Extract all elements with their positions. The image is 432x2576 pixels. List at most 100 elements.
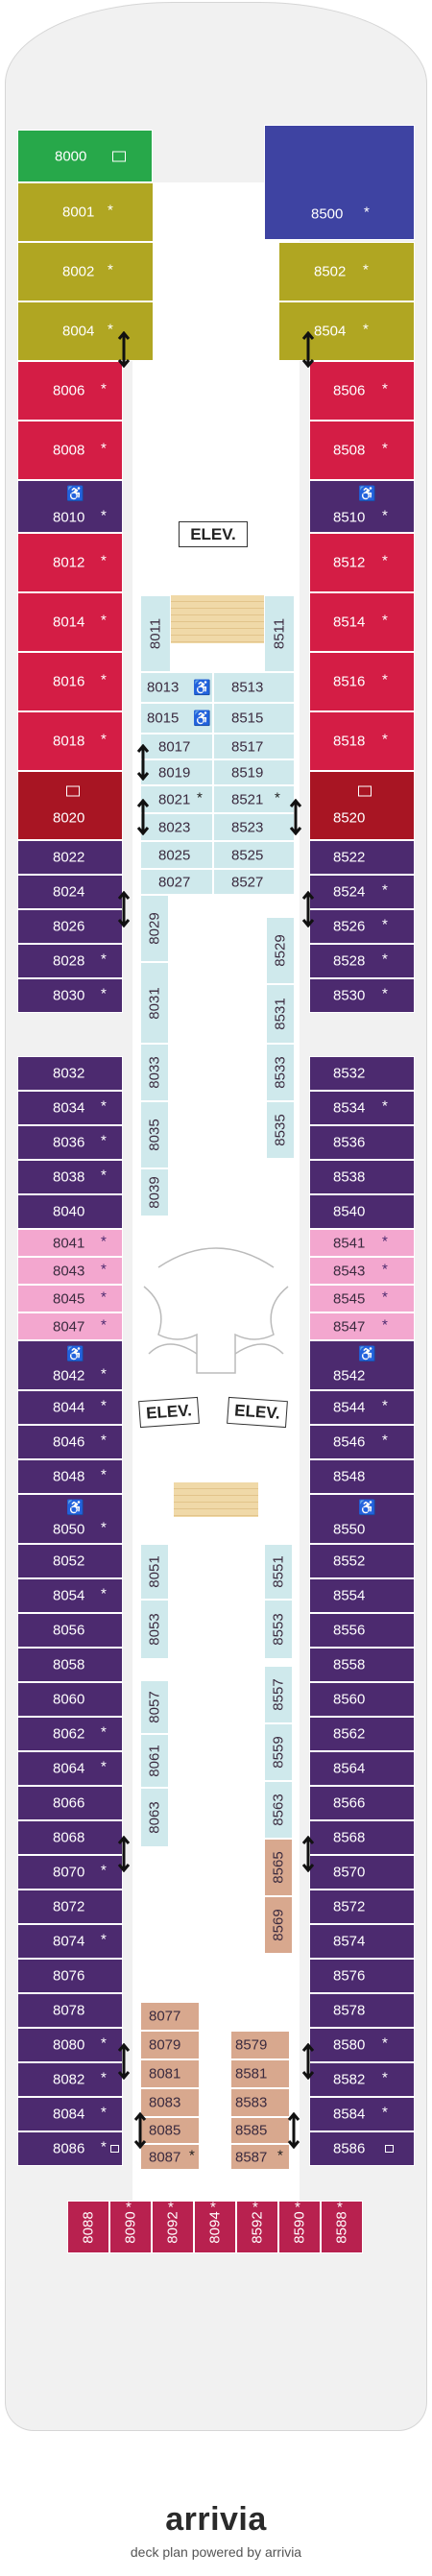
cabin-8024[interactable]: 8024 xyxy=(17,875,123,909)
cabin-8565[interactable]: 8565 xyxy=(264,1839,293,1896)
cabin-8087[interactable]: 8087* xyxy=(140,2144,200,2170)
cabin-8029[interactable]: 8029 xyxy=(140,895,169,962)
cabin-8592[interactable]: 8592* xyxy=(236,2199,278,2253)
cabin-8047[interactable]: 8047* xyxy=(17,1312,123,1340)
cabin-8579[interactable]: 8579 xyxy=(230,2031,290,2059)
cabin-8002[interactable]: 8002 * xyxy=(17,242,154,301)
cabin-8085[interactable]: 8085 xyxy=(140,2117,200,2144)
cabin-8547[interactable]: 8547* xyxy=(309,1312,415,1340)
cabin-8526[interactable]: 8526* xyxy=(309,909,415,944)
cabin-8564[interactable]: 8564 xyxy=(309,1751,415,1786)
cabin-8520[interactable]: 8520 xyxy=(309,771,415,840)
cabin-8083[interactable]: 8083 xyxy=(140,2088,200,2117)
cabin-8045[interactable]: 8045* xyxy=(17,1285,123,1312)
cabin-8019[interactable]: 8019 xyxy=(140,759,213,785)
cabin-8538[interactable]: 8538 xyxy=(309,1160,415,1194)
cabin-8074[interactable]: 8074* xyxy=(17,1924,123,1959)
cabin-8017[interactable]: 8017 xyxy=(140,734,213,759)
cabin-8512[interactable]: 8512* xyxy=(309,533,415,592)
cabin-8076[interactable]: 8076 xyxy=(17,1959,123,1993)
cabin-8025[interactable]: 8025 xyxy=(140,841,213,869)
cabin-8550[interactable]: ♿ 8550 xyxy=(309,1494,415,1544)
cabin-8094[interactable]: 8094* xyxy=(194,2199,236,2253)
cabin-8540[interactable]: 8540 xyxy=(309,1194,415,1229)
cabin-8010[interactable]: ♿ 8010* xyxy=(17,480,123,533)
cabin-8056[interactable]: 8056 xyxy=(17,1613,123,1648)
cabin-8038[interactable]: 8038* xyxy=(17,1160,123,1194)
cabin-8580[interactable]: 8580* xyxy=(309,2028,415,2062)
cabin-8529[interactable]: 8529 xyxy=(266,917,295,984)
cabin-8566[interactable]: 8566 xyxy=(309,1786,415,1820)
cabin-8006[interactable]: 8006* xyxy=(17,361,123,421)
cabin-8543[interactable]: 8543* xyxy=(309,1257,415,1285)
cabin-8011[interactable]: 8011 xyxy=(140,595,171,672)
cabin-8057[interactable]: 8057 xyxy=(140,1680,169,1734)
cabin-8092[interactable]: 8092* xyxy=(152,2199,194,2253)
cabin-8063[interactable]: 8063 xyxy=(140,1788,169,1847)
cabin-8043[interactable]: 8043* xyxy=(17,1257,123,1285)
cabin-8570[interactable]: 8570 xyxy=(309,1855,415,1890)
cabin-8581[interactable]: 8581 xyxy=(230,2059,290,2088)
cabin-8535[interactable]: 8535 xyxy=(266,1101,295,1159)
cabin-8072[interactable]: 8072 xyxy=(17,1890,123,1924)
cabin-8048[interactable]: 8048* xyxy=(17,1459,123,1494)
cabin-8510[interactable]: ♿ 8510* xyxy=(309,480,415,533)
cabin-8587[interactable]: 8587* xyxy=(230,2144,290,2170)
cabin-8551[interactable]: 8551 xyxy=(264,1544,293,1600)
cabin-8576[interactable]: 8576 xyxy=(309,1959,415,1993)
cabin-8084[interactable]: 8084* xyxy=(17,2097,123,2131)
cabin-8568[interactable]: 8568 xyxy=(309,1820,415,1855)
cabin-8521[interactable]: 8521* xyxy=(213,785,295,813)
cabin-8031[interactable]: 8031 xyxy=(140,962,169,1044)
cabin-8533[interactable]: 8533 xyxy=(266,1044,295,1101)
cabin-8536[interactable]: 8536 xyxy=(309,1125,415,1160)
cabin-8042[interactable]: ♿ 8042* xyxy=(17,1340,123,1390)
cabin-8027[interactable]: 8027 xyxy=(140,869,213,895)
cabin-8530[interactable]: 8530* xyxy=(309,978,415,1013)
cabin-8061[interactable]: 8061 xyxy=(140,1734,169,1788)
cabin-8546[interactable]: 8546* xyxy=(309,1425,415,1459)
cabin-8080[interactable]: 8080* xyxy=(17,2028,123,2062)
cabin-8016[interactable]: 8016* xyxy=(17,652,123,711)
cabin-8014[interactable]: 8014* xyxy=(17,592,123,652)
cabin-8583[interactable]: 8583 xyxy=(230,2088,290,2117)
cabin-8519[interactable]: 8519 xyxy=(213,759,295,785)
cabin-8070[interactable]: 8070* xyxy=(17,1855,123,1890)
cabin-8034[interactable]: 8034* xyxy=(17,1091,123,1125)
cabin-8514[interactable]: 8514* xyxy=(309,592,415,652)
cabin-8032[interactable]: 8032 xyxy=(17,1056,123,1091)
cabin-8054[interactable]: 8054* xyxy=(17,1578,123,1613)
cabin-8502[interactable]: 8502 * xyxy=(278,242,415,301)
cabin-8578[interactable]: 8578 xyxy=(309,1993,415,2028)
cabin-8001[interactable]: 8001 * xyxy=(17,182,154,242)
cabin-8033[interactable]: 8033 xyxy=(140,1044,169,1101)
cabin-8504[interactable]: 8504 * xyxy=(278,301,415,361)
cabin-8079[interactable]: 8079 xyxy=(140,2031,200,2059)
cabin-8064[interactable]: 8064* xyxy=(17,1751,123,1786)
cabin-8041[interactable]: 8041* xyxy=(17,1229,123,1257)
cabin-8018[interactable]: 8018* xyxy=(17,711,123,771)
cabin-8559[interactable]: 8559 xyxy=(264,1723,293,1781)
cabin-8556[interactable]: 8556 xyxy=(309,1613,415,1648)
cabin-8527[interactable]: 8527 xyxy=(213,869,295,895)
cabin-8585[interactable]: 8585 xyxy=(230,2117,290,2144)
cabin-8518[interactable]: 8518* xyxy=(309,711,415,771)
cabin-8022[interactable]: 8022 xyxy=(17,840,123,875)
cabin-8558[interactable]: 8558 xyxy=(309,1648,415,1682)
cabin-8008[interactable]: 8008* xyxy=(17,421,123,480)
cabin-8544[interactable]: 8544* xyxy=(309,1390,415,1425)
cabin-8548[interactable]: 8548 xyxy=(309,1459,415,1494)
cabin-8586[interactable]: 8586 xyxy=(309,2131,415,2166)
cabin-8511[interactable]: 8511 xyxy=(264,595,295,672)
cabin-8012[interactable]: 8012* xyxy=(17,533,123,592)
cabin-8590[interactable]: 8590* xyxy=(278,2199,321,2253)
cabin-8523[interactable]: 8523 xyxy=(213,813,295,841)
cabin-8030[interactable]: 8030* xyxy=(17,978,123,1013)
cabin-8508[interactable]: 8508* xyxy=(309,421,415,480)
cabin-8516[interactable]: 8516* xyxy=(309,652,415,711)
cabin-8026[interactable]: 8026 xyxy=(17,909,123,944)
cabin-8554[interactable]: 8554 xyxy=(309,1578,415,1613)
cabin-8028[interactable]: 8028* xyxy=(17,944,123,978)
cabin-8039[interactable]: 8039 xyxy=(140,1168,169,1216)
cabin-8534[interactable]: 8534* xyxy=(309,1091,415,1125)
